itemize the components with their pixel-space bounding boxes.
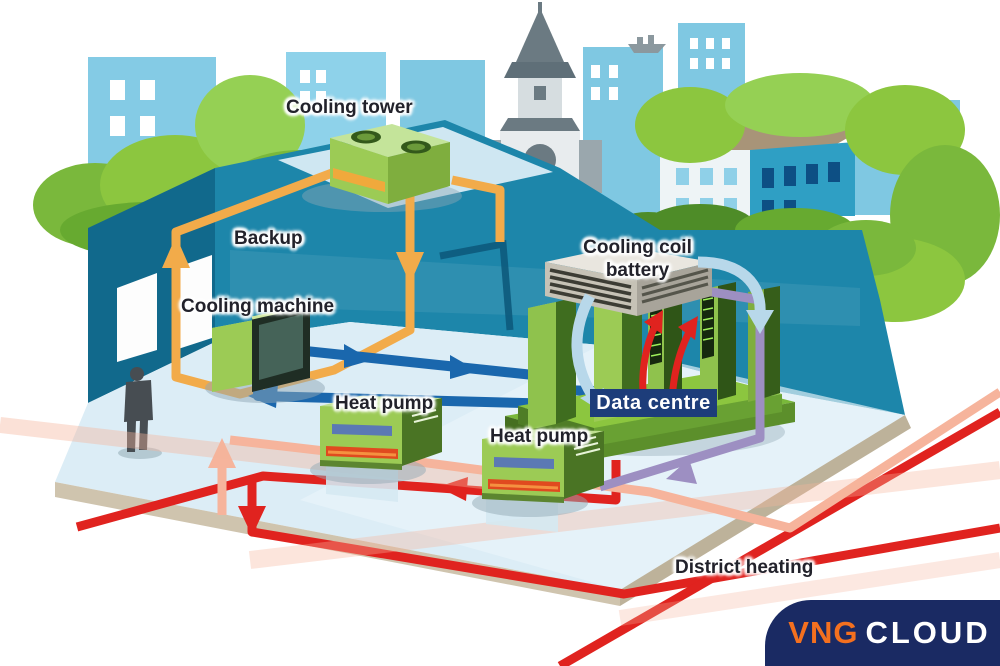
cooling-tower-icon [330, 124, 450, 204]
heat-pump-left-label: Heat pump [335, 393, 434, 414]
cooling-coil-battery-line1: Cooling coil [583, 237, 692, 258]
backup-label: Backup [234, 228, 303, 249]
cooling-coil-battery-label: Cooling coil battery [555, 236, 720, 282]
logo-brand-text: VNG [788, 615, 859, 650]
cooling-machine-label: Cooling machine [181, 296, 335, 317]
district-heating-label: District heating [675, 557, 814, 578]
cooling-tower-label: Cooling tower [286, 97, 413, 118]
underwater-pipe [439, 239, 514, 331]
cooling-coil-battery-line2: battery [605, 260, 670, 281]
vng-cloud-logo: VNG CLOUD [765, 600, 1000, 666]
ship-icon [628, 35, 666, 53]
data-centre-label: Data centre [590, 389, 717, 417]
heat-pump-left-icon [310, 396, 442, 502]
cooling-coil-battery-icon [545, 246, 712, 316]
logo-product-text: CLOUD [865, 615, 991, 650]
person-icon [118, 367, 162, 459]
return-pipe [0, 388, 1000, 626]
heat-pump-right-icon [472, 429, 604, 532]
heat-pump-right-label: Heat pump [490, 426, 589, 447]
cooling-machine-icon [205, 303, 325, 403]
data-centre-pipe [598, 283, 765, 492]
